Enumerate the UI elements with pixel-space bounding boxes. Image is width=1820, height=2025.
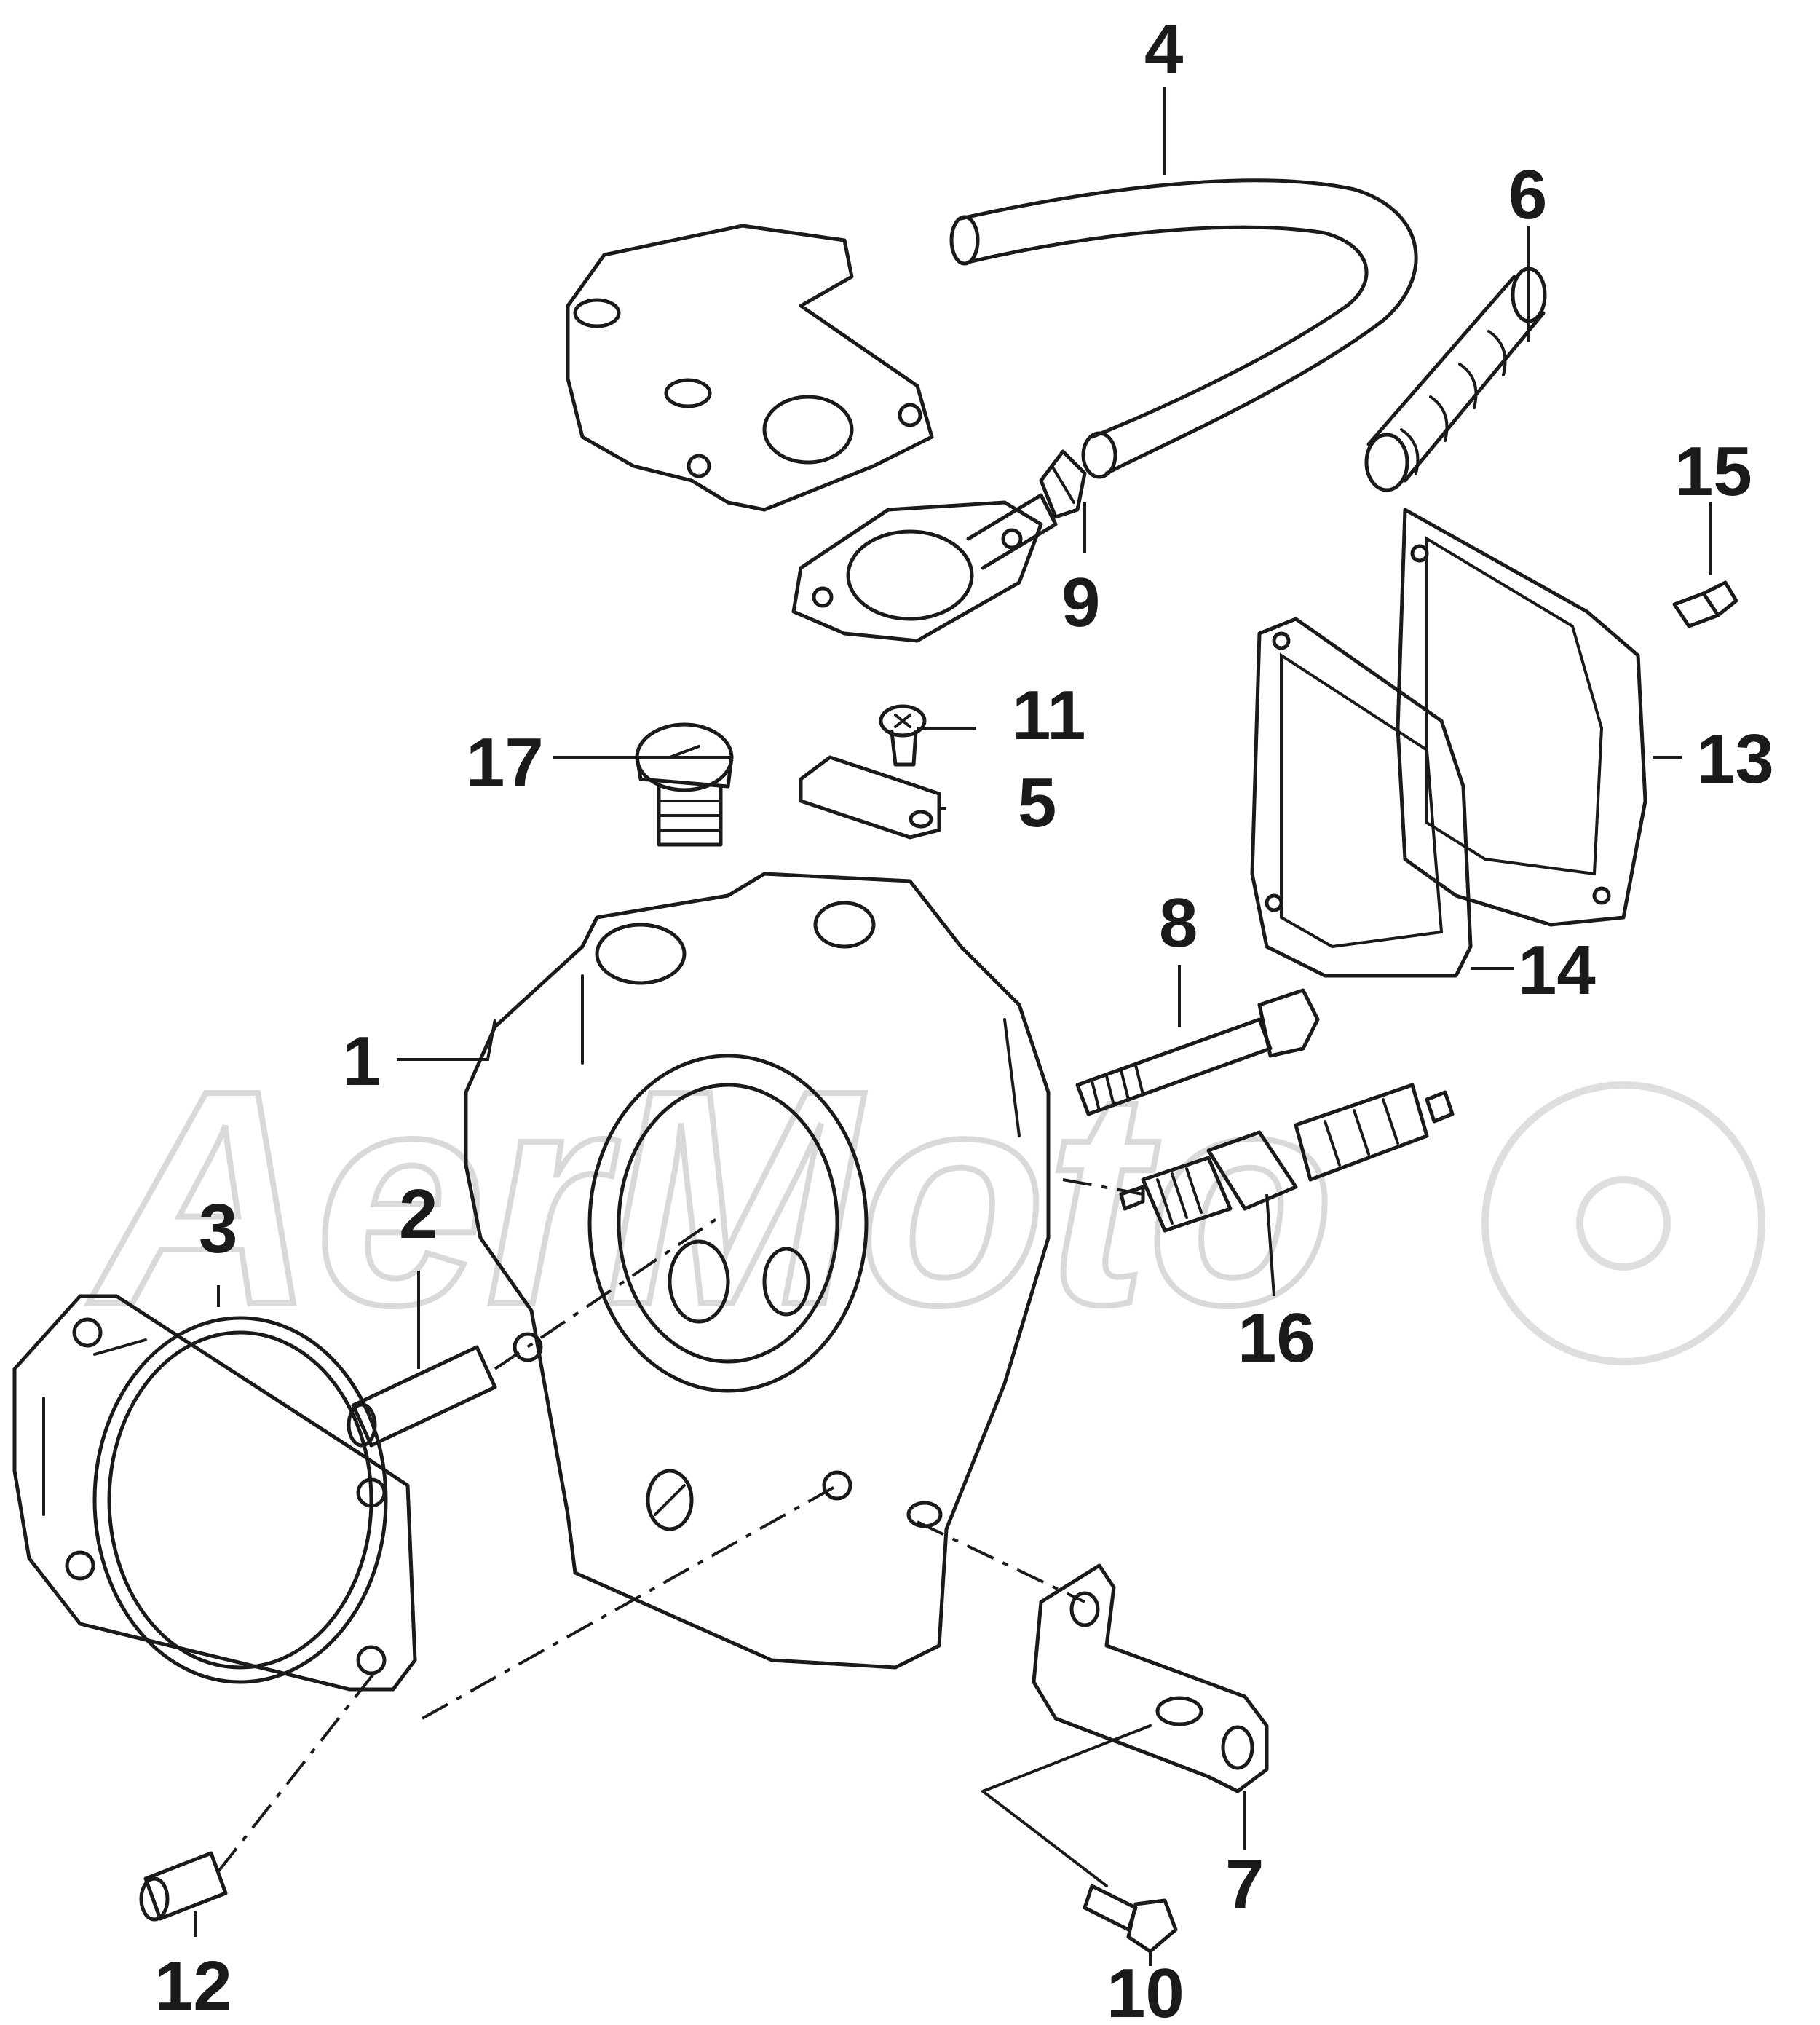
outlet-gasket-part[interactable] [791, 493, 1058, 643]
callout-3: 3 [199, 1190, 237, 1268]
spark-plug-part[interactable] [1119, 1083, 1455, 1233]
bolt-10-part[interactable] [1083, 1884, 1178, 1954]
hose-clip-part[interactable] [1039, 449, 1087, 519]
callout-13: 13 [1696, 720, 1774, 798]
callout-17: 17 [466, 724, 544, 802]
leader-lines [194, 87, 1712, 1966]
watermark-text: AerMoto [85, 1027, 1334, 1369]
callout-16: 16 [1238, 1299, 1315, 1377]
callout-1: 1 [342, 1022, 381, 1100]
callout-14: 14 [1518, 931, 1596, 1009]
plate-5-part[interactable] [799, 755, 941, 840]
dowel-pin-2-part[interactable] [347, 1345, 497, 1448]
callout-8: 8 [1159, 884, 1198, 962]
callout-15: 15 [1674, 433, 1752, 510]
cylinder-body-part[interactable] [464, 872, 1051, 1670]
head-gasket-part[interactable] [12, 1294, 417, 1692]
callout-2: 2 [399, 1175, 438, 1253]
callout-7: 7 [1225, 1845, 1264, 1923]
callout-10: 10 [1107, 1954, 1184, 2025]
callout-11: 11 [1012, 676, 1085, 754]
callout-12: 12 [154, 1947, 232, 2025]
thermostat-part[interactable] [635, 722, 734, 847]
callout-5: 5 [1018, 764, 1056, 842]
assembly-lines [217, 1178, 1152, 1887]
thermostat-cover-part[interactable] [566, 224, 934, 512]
bracket-part[interactable] [1032, 1563, 1269, 1793]
long-bolt-part[interactable] [1075, 988, 1320, 1116]
gasket-14-part[interactable] [1250, 617, 1473, 978]
callout-9: 9 [1061, 564, 1100, 642]
watermark: AerMoto [82, 1025, 1765, 1372]
callout-labels: 1 2 3 4 5 6 7 8 9 10 11 12 13 14 15 16 1… [154, 10, 1774, 2025]
cover-13-part[interactable] [1396, 508, 1647, 927]
callout-4: 4 [1144, 10, 1183, 88]
dowel-12-part[interactable] [139, 1851, 228, 1922]
bolt-15-part[interactable] [1672, 580, 1738, 628]
callout-6: 6 [1508, 156, 1547, 234]
spiral-protector-part[interactable] [1364, 267, 1547, 492]
hose-part[interactable] [949, 178, 1418, 479]
screw-11-part[interactable] [879, 704, 927, 767]
